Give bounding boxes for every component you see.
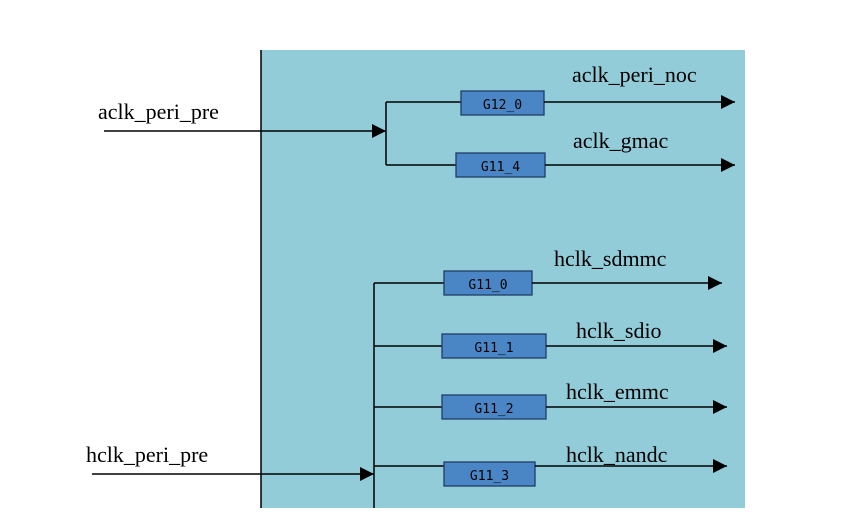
output-label-hclk-nandc: hclk_nandc xyxy=(566,442,668,467)
input-label-aclk-peri-pre: aclk_peri_pre xyxy=(98,99,219,124)
gate-g11-2 xyxy=(441,394,547,420)
gate-g11-3-branch: G11_3 hclk_nandc xyxy=(374,442,727,487)
gate-label-g11-1: G11_1 xyxy=(474,341,513,356)
output-label-hclk-emmc: hclk_emmc xyxy=(566,379,669,404)
gate-g11-2-branch: G11_2 hclk_emmc xyxy=(374,379,727,420)
gate-g11-1 xyxy=(441,333,547,359)
gate-g11-4-branch: G11_4 aclk_gmac xyxy=(386,128,735,178)
output-label-aclk-peri-noc: aclk_peri_noc xyxy=(572,62,697,87)
gate-g12-0-branch: G12_0 aclk_peri_noc xyxy=(386,62,735,116)
gate-g12-0 xyxy=(460,90,545,116)
input-label-hclk-peri-pre: hclk_peri_pre xyxy=(86,442,208,467)
gate-g11-0 xyxy=(443,270,533,296)
gate-label-g11-3: G11_3 xyxy=(470,469,509,484)
gate-label-g11-2: G11_2 xyxy=(474,402,513,417)
gate-g11-1-branch: G11_1 hclk_sdio xyxy=(374,318,727,359)
output-label-hclk-sdmmc: hclk_sdmmc xyxy=(554,246,667,271)
gate-g11-0-branch: G11_0 hclk_sdmmc xyxy=(374,246,722,296)
output-label-hclk-sdio: hclk_sdio xyxy=(576,318,662,343)
gate-label-g11-4: G11_4 xyxy=(481,160,520,175)
output-label-aclk-gmac: aclk_gmac xyxy=(573,128,669,153)
gate-label-g11-0: G11_0 xyxy=(468,278,507,293)
gate-g11-3 xyxy=(443,461,536,487)
gate-label-g12-0: G12_0 xyxy=(483,98,522,113)
